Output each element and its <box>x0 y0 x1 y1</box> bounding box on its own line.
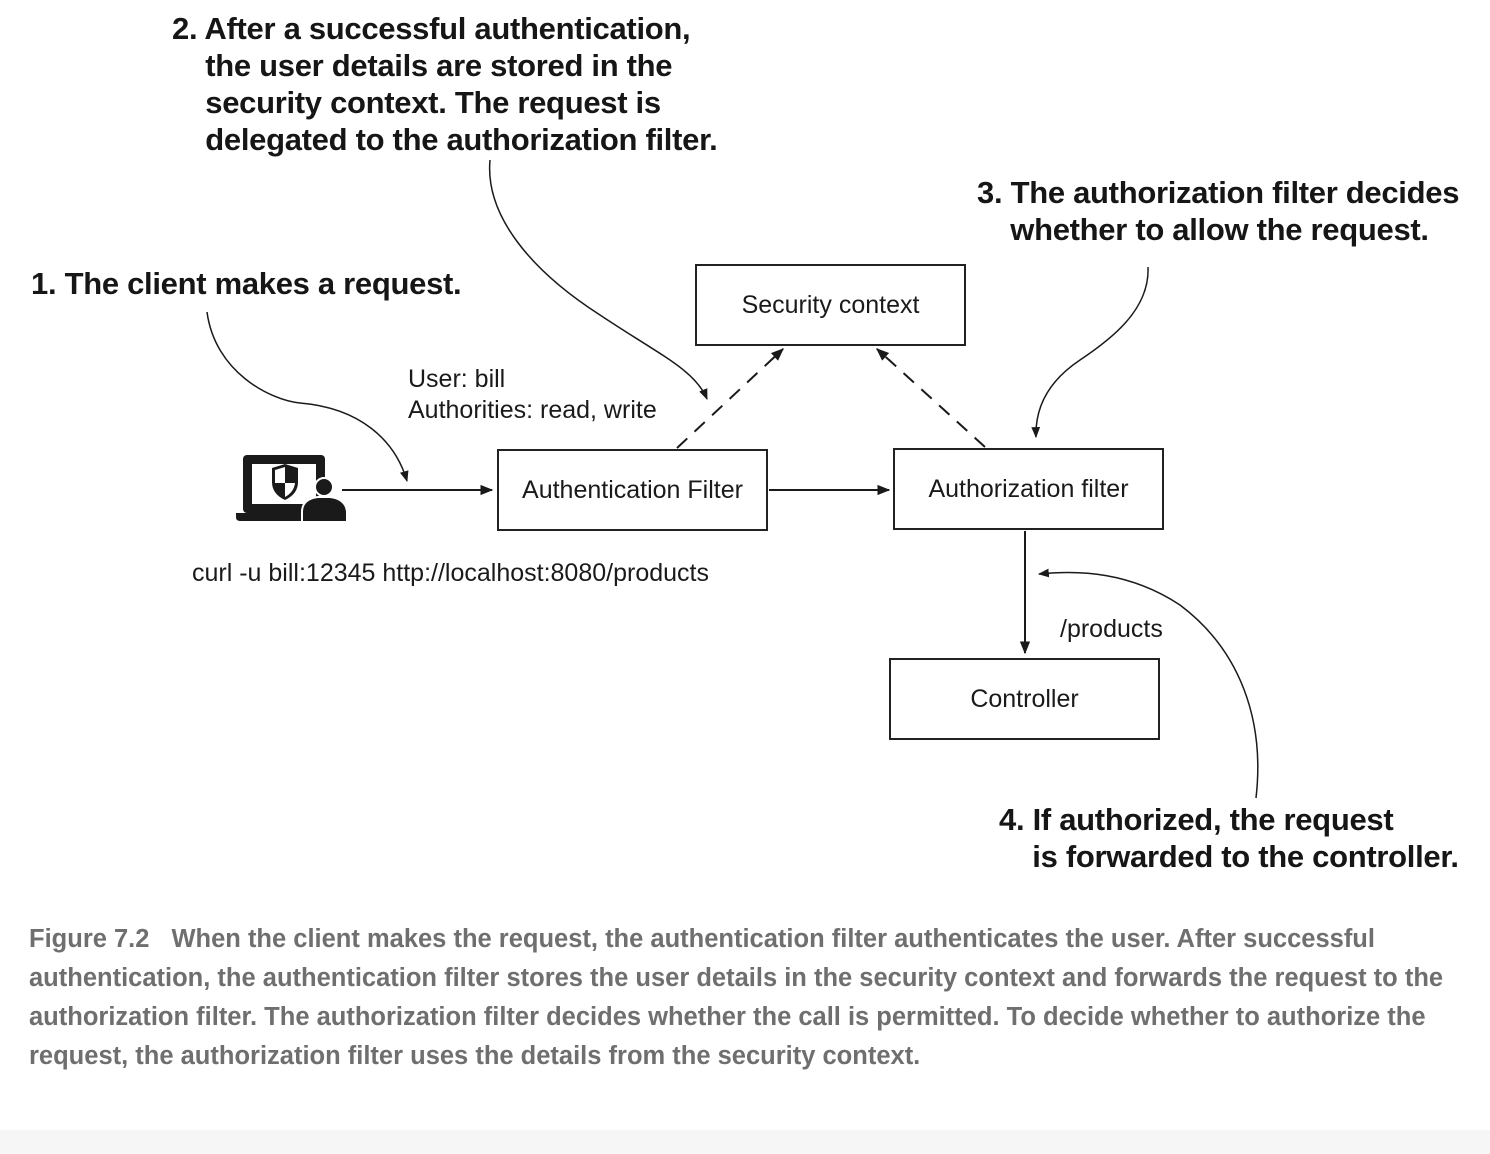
controller-box: Controller <box>889 658 1160 740</box>
callout-step4: 4. If authorized, the request is forward… <box>999 802 1459 874</box>
dashed-arrow-authentication-to-context <box>676 348 784 449</box>
authentication-filter-box: Authentication Filter <box>497 449 768 531</box>
callout-pointer-step4 <box>1037 568 1259 799</box>
client-icon <box>236 455 348 523</box>
products-path-label: /products <box>1060 615 1163 643</box>
callout-step3: 3. The authorization filter decides whet… <box>977 175 1460 247</box>
security-context-box: Security context <box>695 264 966 346</box>
dashed-arrow-authorization-to-context <box>876 348 986 448</box>
callout-step1: 1. The client makes a request. <box>31 266 462 301</box>
callout-pointer-step1 <box>206 311 409 483</box>
authorities-label: Authorities: read, write <box>408 396 657 424</box>
callout-step2: 2. After a successful authentication, th… <box>172 11 718 157</box>
user-label: User: bill <box>408 365 506 393</box>
page-bottom-strip <box>0 1130 1490 1154</box>
callout-pointer-step2 <box>488 159 708 401</box>
authorization-filter-box: Authorization filter <box>893 448 1164 530</box>
curl-command-label: curl -u bill:12345 http://localhost:8080… <box>192 559 709 587</box>
figure-number: Figure 7.2 <box>29 925 150 953</box>
caption-text: When the client makes the request, the a… <box>29 925 1444 1070</box>
callout-pointer-step3 <box>1031 266 1149 439</box>
